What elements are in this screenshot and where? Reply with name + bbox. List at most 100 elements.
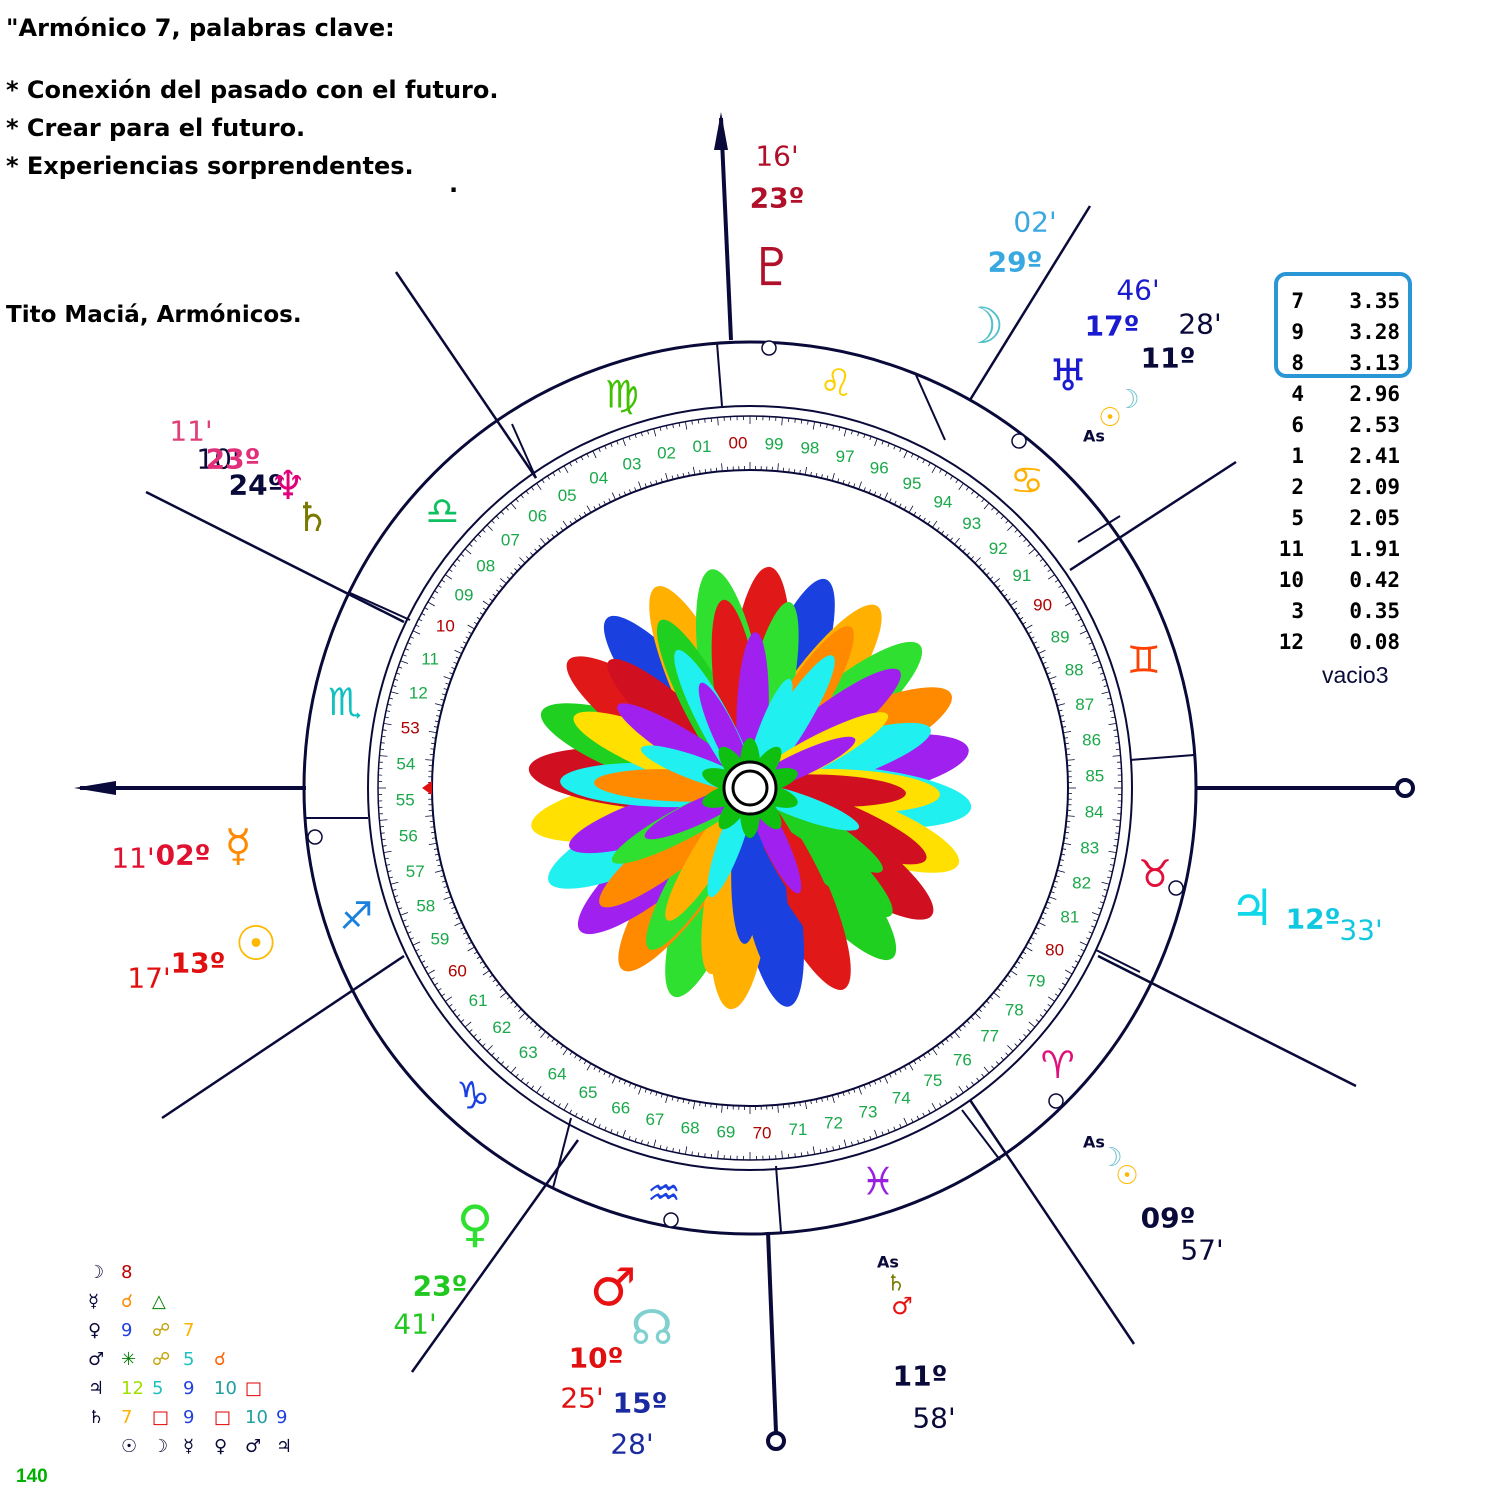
sun-degree: 13º	[171, 947, 226, 980]
mercury-icon: ☿	[224, 821, 251, 872]
aspect-grid-row: ☽8	[88, 1262, 307, 1291]
jupiter-icon: ♃	[1230, 879, 1275, 937]
aspect-column-planet-icon: ♃	[276, 1436, 293, 1457]
degree-number: 11	[421, 649, 439, 668]
degree-number: 81	[1060, 908, 1079, 927]
harmonic-score-cell: 2.09	[1349, 475, 1400, 499]
degree-number: 83	[1080, 838, 1099, 857]
aspect-cell: 10	[245, 1407, 268, 1428]
aspect-column-planet-icon: ☽	[152, 1436, 169, 1457]
pluto-icon: ♇	[749, 238, 796, 298]
aspect-cell: ✳	[121, 1349, 137, 1370]
degree-number: 95	[903, 474, 922, 493]
ic-ring-icon	[766, 1431, 786, 1451]
degree-number: 00	[728, 434, 747, 453]
node-icon: ☊	[631, 1300, 674, 1356]
uranus-minute: 46'	[1116, 274, 1159, 307]
degree-number: 61	[469, 991, 488, 1010]
page-title: "Armónico 7, palabras clave:	[6, 14, 395, 42]
harmonic-score-cell: 1.91	[1349, 537, 1400, 561]
degree-number: 09	[455, 586, 474, 605]
mc-arrow-icon	[714, 112, 728, 150]
degree-number: 70	[753, 1123, 772, 1142]
node-degree: 15º	[613, 1387, 668, 1420]
degree-number: 86	[1082, 730, 1101, 749]
aspect-cell: ☍	[152, 1320, 171, 1341]
moon-minute: 02'	[1013, 206, 1056, 239]
degree-number: 12	[409, 683, 428, 702]
aspect-grid-row: ♂✳☍5☌	[88, 1349, 307, 1378]
aspect-grid-row: ☿☌△	[88, 1291, 307, 1320]
degree-number: 73	[859, 1103, 878, 1122]
degree-number: 05	[558, 486, 577, 505]
harmonic-number-cell: 11	[1278, 537, 1304, 561]
moon-icon: ☽	[960, 297, 1005, 355]
harmonic-number: 140	[16, 1466, 48, 1487]
harmonic-number-cell: 6	[1291, 413, 1304, 437]
top-harmonics-highlight	[1274, 272, 1412, 378]
degree-number: 94	[933, 492, 952, 511]
aspect-grid-row: ♀9☍7	[88, 1320, 307, 1349]
aspect-cell: 10	[214, 1378, 237, 1399]
ascendant-upper-minute: 28'	[1178, 308, 1221, 341]
degree-number: 98	[800, 439, 819, 458]
harmonic-number-cell: 9	[1291, 320, 1304, 344]
harmonic-number-cell: 10	[1278, 568, 1304, 592]
aspect-cell: 5	[152, 1378, 164, 1399]
degree-number: 87	[1075, 695, 1094, 714]
uranus-degree: 17º	[1085, 310, 1140, 343]
degree-number: 59	[430, 930, 449, 949]
degree-number: 54	[396, 754, 415, 773]
degree-number: 79	[1027, 971, 1046, 990]
harmonic-score-cell: 2.96	[1349, 382, 1400, 406]
harmonic-flower	[528, 566, 972, 1010]
degree-number: 66	[611, 1098, 630, 1117]
moon-small-icon: ☽	[1116, 385, 1139, 415]
degree-number: 93	[962, 514, 981, 533]
sun-small-icon: ☉	[1098, 403, 1121, 433]
harmonic-number-cell: 2	[1291, 475, 1304, 499]
degree-number: 64	[548, 1065, 567, 1084]
harmonic-number-cell: 1	[1291, 444, 1304, 468]
neptune-degree: 23º	[206, 443, 261, 476]
aspect-column-planet-icon: ☉	[121, 1436, 138, 1457]
degree-number: 53	[401, 719, 420, 738]
degree-number: 99	[765, 434, 784, 453]
aspect-grid-footer: ☉☽☿♀♂♃	[88, 1436, 307, 1465]
ascendant-right-degree: 09º	[1141, 1202, 1196, 1235]
degree-number: 74	[892, 1089, 911, 1108]
ascendant-lower-minute: 58'	[912, 1402, 955, 1435]
moon-right-small-icon: ☽	[1099, 1143, 1122, 1173]
venus-icon: ♀	[457, 1195, 494, 1253]
aspect-cell: 9	[183, 1378, 195, 1399]
zodiac-sign-icon: ♊	[1127, 638, 1161, 682]
degree-number: 60	[448, 961, 467, 980]
aspect-cell: □	[152, 1407, 170, 1428]
aspect-cell: □	[245, 1378, 263, 1399]
harmonic-number-cell: 3	[1291, 599, 1304, 623]
degree-number: 58	[416, 896, 435, 915]
degree-number: 03	[623, 454, 642, 473]
degree-number: 56	[399, 827, 418, 846]
zodiac-sign-icon: ♒	[647, 1171, 681, 1215]
aspect-column-planet-icon: ♀	[214, 1436, 228, 1457]
degree-number: 75	[923, 1071, 942, 1090]
degree-number: 08	[476, 557, 495, 576]
sun-minute: 17'	[127, 962, 170, 995]
harmonic-score-cell: 2.41	[1349, 444, 1400, 468]
degree-number: 01	[693, 437, 712, 456]
aspect-cell: 12	[121, 1378, 144, 1399]
harmonic-number-cell: 7	[1291, 289, 1304, 313]
degree-number: 69	[716, 1123, 735, 1142]
zodiac-sign-icon: ♓	[861, 1160, 895, 1204]
moon-degree: 29º	[988, 246, 1043, 279]
node-minute: 28'	[610, 1428, 653, 1461]
degree-number: 85	[1085, 766, 1104, 785]
degree-number: 89	[1051, 627, 1070, 646]
zodiac-sign-icon: ♍	[605, 372, 639, 416]
